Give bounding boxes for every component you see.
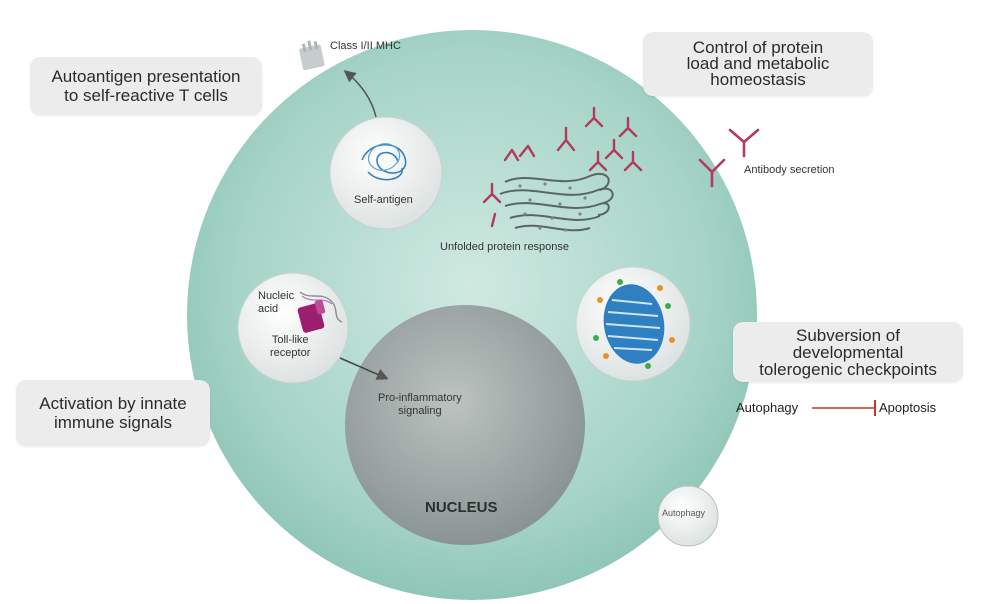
nucleus-label: NUCLEUS	[425, 499, 498, 516]
protein-load-line-3: homeostasis	[710, 70, 806, 89]
unfolded-protein-label: Unfolded protein response	[440, 241, 570, 253]
autoantigen-line-2: to self-reactive T cells	[64, 86, 228, 105]
nucleus-shape	[345, 305, 585, 545]
autophagosome-label: Autophagy	[662, 508, 706, 518]
nucleic-acid-line-2: acid	[258, 303, 279, 315]
proinflammatory-arrow	[339, 357, 389, 380]
autophagy-label: Autophagy	[736, 400, 799, 415]
autophagosome	[657, 485, 719, 547]
innate-line-2: immune signals	[53, 413, 173, 432]
tlr-vesicle	[237, 272, 349, 384]
apoptosis-label: Apoptosis	[879, 400, 937, 415]
protein-load-line-2: load and metabolic	[686, 54, 830, 73]
er-dots	[518, 182, 587, 232]
mhc-icon	[299, 40, 325, 71]
subversion-line-1: Subversion of	[796, 325, 900, 345]
self-antigen-label: Self-antigen	[354, 194, 413, 206]
er-stack	[499, 173, 614, 232]
protein-load-line-1: Control of protein	[692, 38, 824, 57]
subversion-line-2: developmental	[792, 342, 904, 362]
antibodies-inside	[482, 106, 643, 228]
mitochondrion-vesicle	[575, 266, 691, 382]
class-mhc-label: Class I/II MHC	[330, 40, 401, 52]
autoantigen-line-1: Autoantigen presentation	[51, 67, 241, 86]
innate-line-1: Activation by innate	[39, 394, 187, 413]
proinflammatory-line-2: signaling	[398, 405, 442, 417]
subversion-line-3: tolerogenic checkpoints	[759, 359, 937, 379]
nucleic-acid-line-1: Nucleic	[258, 290, 295, 302]
antibodies-secreted	[698, 128, 760, 188]
self-antigen-vesicle	[329, 116, 443, 230]
tlr-line-1: Toll-like	[271, 334, 309, 346]
mhc-arrow	[343, 70, 377, 118]
tlr-line-2: receptor	[270, 347, 311, 359]
antibody-secretion-label: Antibody secretion	[744, 164, 835, 176]
proinflammatory-line-1: Pro-inflammatory	[378, 392, 462, 404]
